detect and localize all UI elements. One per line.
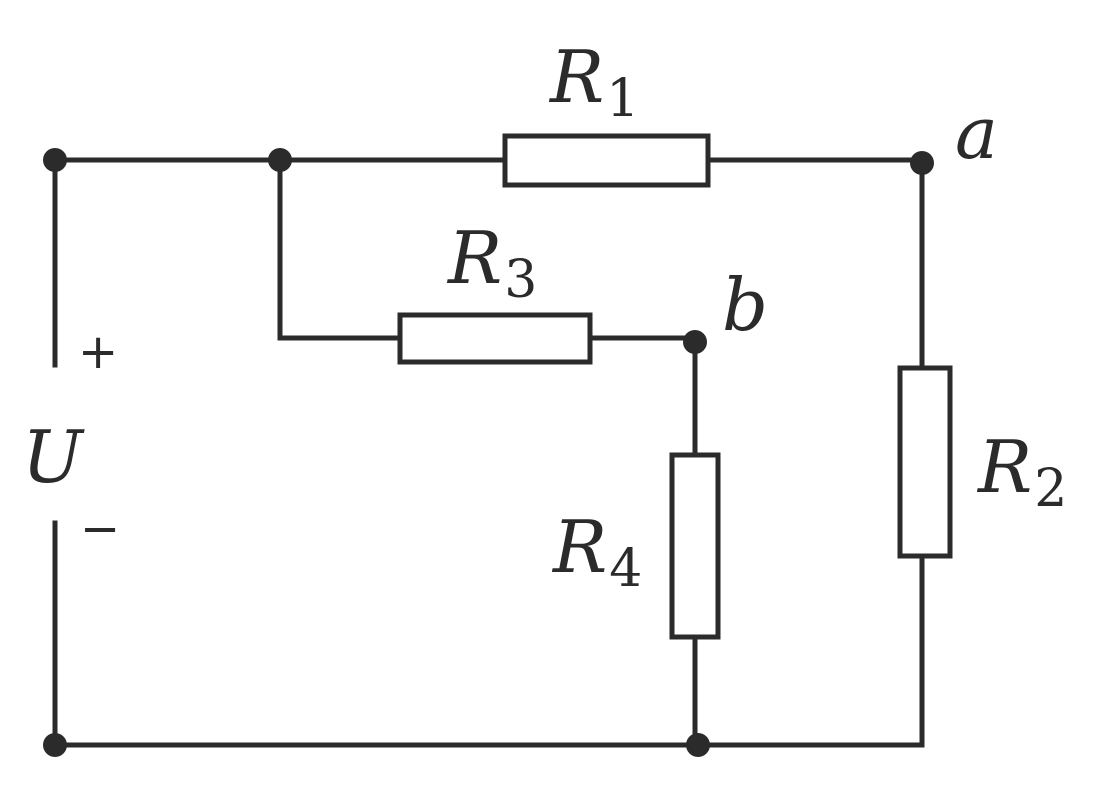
label-r1: R1 (548, 35, 639, 129)
label-r2: R2 (976, 425, 1067, 519)
junction-nodes (43, 148, 934, 757)
node-bottom-mid (686, 733, 710, 757)
node-a (910, 151, 934, 175)
resistor-r4 (669, 452, 721, 640)
wires (52, 157, 925, 748)
label-source-u: U (22, 415, 85, 499)
label-r3: R3 (446, 216, 537, 310)
resistor-r1 (502, 133, 711, 188)
label-node-b: b (722, 263, 768, 347)
resistor-r2 (897, 365, 953, 559)
label-source-minus: − (80, 501, 120, 557)
resistor-r3 (397, 312, 593, 365)
node-bottom-left (43, 733, 67, 757)
label-node-a: a (955, 91, 998, 175)
label-source-plus: + (78, 324, 118, 380)
node-top-branch (268, 148, 292, 172)
node-top-left (43, 148, 67, 172)
label-r4: R4 (551, 505, 642, 599)
node-b (683, 330, 707, 354)
